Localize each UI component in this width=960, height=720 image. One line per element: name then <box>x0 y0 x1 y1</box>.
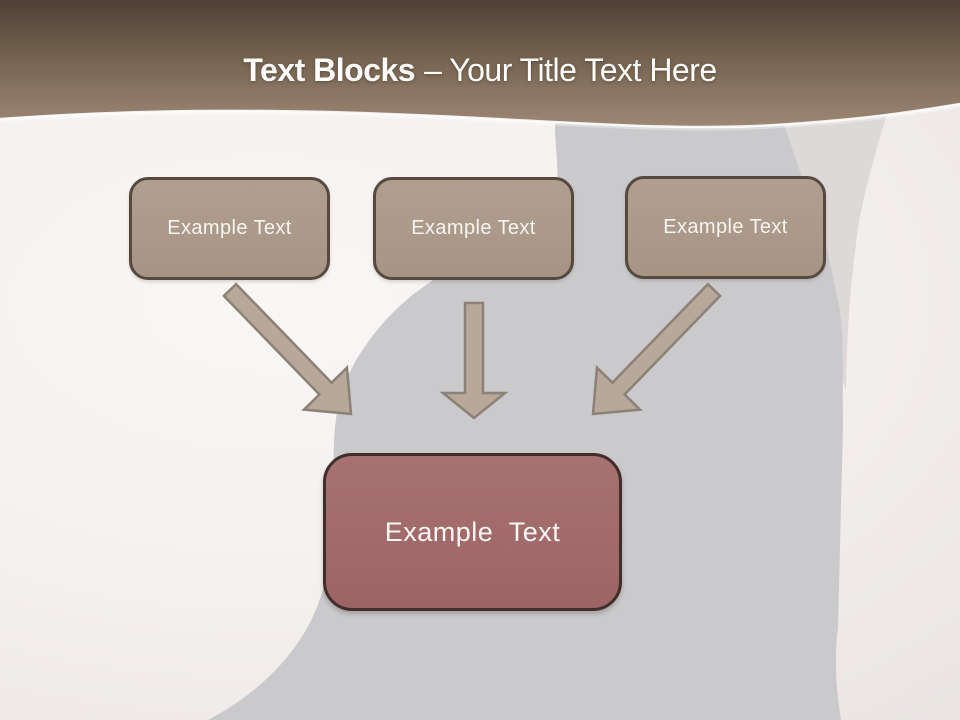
slide-title: Text Blocks– Your Title Text Here <box>0 52 960 89</box>
slide-title-rest: – Your Title Text Here <box>424 52 717 88</box>
arrow-diagonal-down-left-icon[interactable] <box>591 282 722 416</box>
slide-title-bold: Text Blocks <box>243 52 416 88</box>
arrow-diagonal-down-right-icon[interactable] <box>222 282 353 416</box>
arrow-straight-down-icon[interactable] <box>439 301 509 420</box>
